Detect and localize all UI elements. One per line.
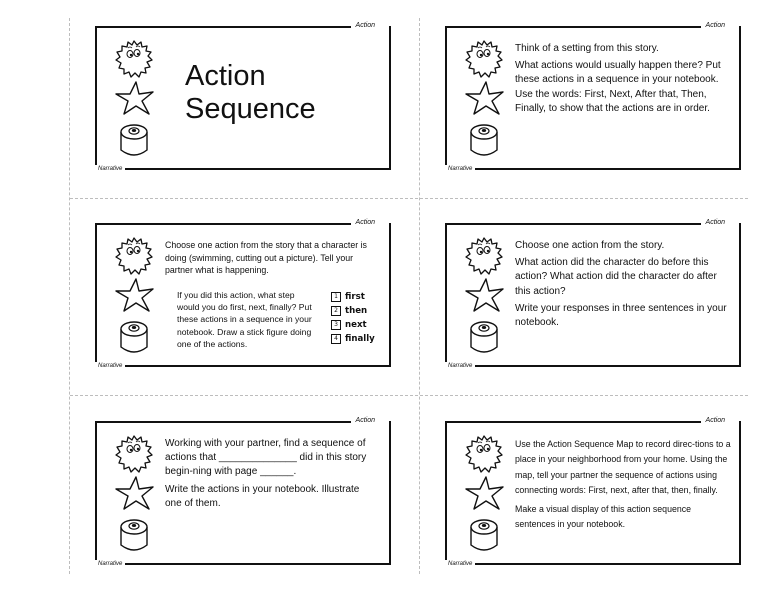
cylinder-icon [120, 519, 148, 551]
card-text: Use the Action Sequence Map to record di… [515, 437, 731, 535]
paragraph: What action did the character do before … [515, 257, 717, 297]
fuzzy-face-icon [465, 237, 503, 275]
fuzzy-face-icon [115, 237, 153, 275]
card-title: Action Narrative [95, 21, 391, 174]
paragraph: Choose one action from the story that a … [165, 240, 367, 276]
card-tag-narrative: Narrative [95, 362, 126, 371]
paragraph: Choose one action from the story. [515, 240, 665, 251]
card-text: Working with your partner, find a sequen… [165, 437, 375, 514]
paragraph: Make a visual display of this action seq… [515, 503, 692, 530]
character-icons [461, 38, 507, 158]
star-icon [465, 476, 504, 510]
card-tag-action: Action [701, 21, 729, 31]
star-icon [115, 278, 154, 312]
fuzzy-face-icon [115, 40, 153, 78]
cylinder-icon [470, 519, 498, 551]
title-line-1: Action [185, 60, 266, 92]
character-icons [461, 433, 507, 553]
card-inner-text: If you did this action, what step would … [177, 290, 312, 349]
icon-stack [465, 237, 504, 353]
fuzzy-face-icon [115, 435, 153, 473]
character-icons [111, 433, 157, 553]
card-text: Choose one action from the story. What a… [515, 239, 729, 333]
title-line-2: Sequence [185, 93, 316, 125]
cylinder-icon [470, 124, 498, 156]
paragraph: Working with your partner, find a sequen… [165, 438, 367, 478]
fuzzy-face-icon [465, 40, 503, 78]
icon-stack [115, 237, 154, 353]
card-tag-narrative: Narrative [95, 165, 126, 174]
card-text: Choose one action from the story that a … [165, 239, 379, 280]
paragraph: Write your responses in three sentences … [515, 302, 727, 329]
paragraph: Write the actions in your notebook. Illu… [165, 483, 360, 509]
cut-line-left [69, 18, 70, 574]
icon-stack [465, 40, 504, 156]
card-tag-action: Action [351, 218, 379, 228]
card-setting: Action Narrative [445, 21, 741, 174]
card-text: Think of a setting from this story. What… [515, 42, 729, 119]
card-character-action: Action Narrative [95, 218, 391, 371]
cylinder-icon [120, 321, 148, 353]
card-tag-narrative: Narrative [95, 560, 126, 569]
cut-line-center [419, 18, 420, 574]
icon-stack [115, 40, 154, 156]
paragraph: Think of a setting from this story. [515, 43, 659, 54]
cut-line-row2 [70, 395, 748, 396]
cut-line-row1 [70, 198, 748, 199]
card-tag-narrative: Narrative [445, 560, 476, 569]
character-icons [461, 235, 507, 355]
paragraph: Use the Action Sequence Map to record di… [515, 439, 731, 496]
cylinder-icon [470, 321, 498, 353]
card-partner-sequence: Action Narrative [95, 416, 391, 569]
card-tag-action: Action [351, 416, 379, 426]
card-sequence-map: Action Narrative [445, 416, 741, 569]
icon-stack [465, 435, 504, 551]
card-tag-narrative: Narrative [445, 165, 476, 174]
card-title-heading: Action Sequence [185, 60, 316, 126]
star-icon [115, 81, 154, 115]
character-icons [111, 235, 157, 355]
card-tag-action: Action [701, 416, 729, 426]
star-icon [465, 278, 504, 312]
fuzzy-face-icon [465, 435, 503, 473]
character-icons [111, 38, 157, 158]
paragraph: What actions would usually happen there?… [515, 60, 721, 114]
star-icon [465, 81, 504, 115]
cylinder-icon [120, 124, 148, 156]
icon-stack [115, 435, 154, 551]
card-tag-action: Action [351, 21, 379, 31]
star-icon [115, 476, 154, 510]
card-tag-narrative: Narrative [445, 362, 476, 371]
card-before-after: Action Narrative [445, 218, 741, 371]
card-tag-action: Action [701, 218, 729, 228]
